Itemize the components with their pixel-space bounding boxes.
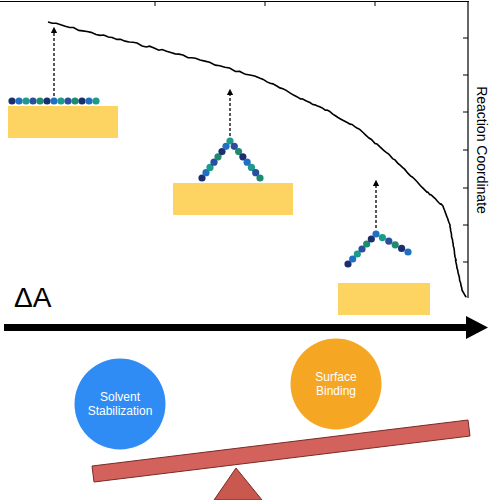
top-axis [0,1,469,2]
surface-circle: Surface Binding [290,338,382,430]
monomer-bead [8,97,15,104]
partially-desorbed-chain [198,137,263,181]
monomer-bead [379,234,386,241]
circle-fill [75,359,166,450]
monomer-bead [256,174,263,181]
axis-tick [375,1,376,6]
monomer-bead [50,97,57,104]
circle-text: Surface Binding [299,370,373,399]
pull-arrow [375,183,376,228]
monomer-bead [22,97,29,104]
gold-surface [173,183,293,215]
free-energy-arrow [4,316,488,339]
monomer-bead [404,248,411,255]
pull-arrow [229,92,230,136]
circle-fill [291,339,382,430]
monomer-bead [392,241,399,248]
fulcrum [214,468,262,500]
monomer-bead [372,230,379,237]
pull-arrow [53,30,54,96]
axes [0,1,469,298]
axis-tick [463,112,468,113]
monomer-bead [15,97,22,104]
monomer-bead [43,97,50,104]
circle-text: Solvent Stabilization [83,390,157,419]
monomer-bead [385,238,392,245]
node-label: Surface Binding [299,370,373,399]
axis-tick [463,188,468,189]
axis-tick [463,225,468,226]
gold-surface [8,106,118,138]
axis-tick [463,75,468,76]
axis-tick [155,1,156,6]
axis-tick [463,150,468,151]
monomer-bead [85,97,92,104]
monomer-bead [92,97,99,104]
monomer-bead [29,97,36,104]
monomer-bead [57,97,64,104]
adsorbed-chain [8,97,99,104]
monomer-bead [398,245,405,252]
monomer-bead [64,97,71,104]
desorbed-chain [344,230,411,267]
monomer-bead [71,97,78,104]
node-label: Solvent Stabilization [83,390,157,419]
axis-tick [463,38,468,39]
monomer-bead [36,97,43,104]
axis-tick [463,262,468,263]
solvent-circle: Solvent Stabilization [74,358,166,450]
monomer-bead [78,97,85,104]
gold-surface [338,283,430,315]
axis-title: Reaction Coordinate [474,86,490,214]
delta-a-label: ΔA [14,282,51,314]
free-energy-curve [48,22,466,297]
axis-tick [265,1,266,6]
